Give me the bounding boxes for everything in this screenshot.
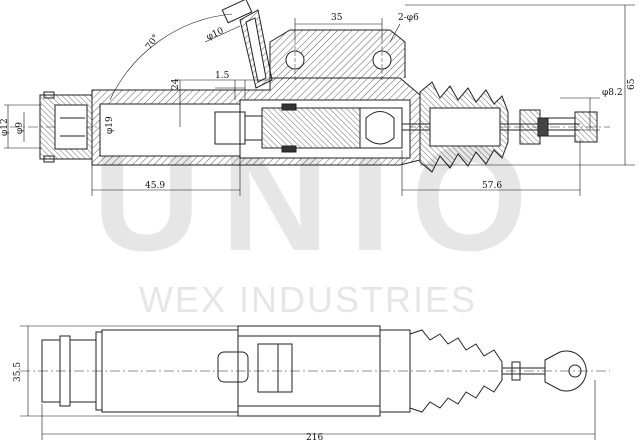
dim-35: 35 [331,13,343,23]
dim-phi10: φ10 [205,26,226,43]
bottom-side-view [20,325,610,417]
dim-phi9: φ9 [15,122,25,134]
dim-45_9: 45.9 [145,181,165,191]
dim-216: 216 [306,433,323,443]
dim-35_5: 35.5 [13,362,23,382]
bottom-dimension-lines [20,325,596,440]
dim-angle70: 70° [144,33,161,52]
dim-1_5: 1.5 [215,71,230,81]
watermark-company: WEX INDUSTRIES [139,279,477,320]
top-dimension-lines [4,4,635,196]
dim-57_6: 57.6 [482,181,502,191]
dim-65: 65 [627,78,637,90]
dim-phi12: φ12 [0,118,10,136]
dim-phi19: φ19 [105,116,115,134]
dim-phi8_2: φ8.2 [602,88,623,98]
dim-24: 24 [171,78,181,90]
dim-2phi6: 2-φ6 [398,13,419,23]
